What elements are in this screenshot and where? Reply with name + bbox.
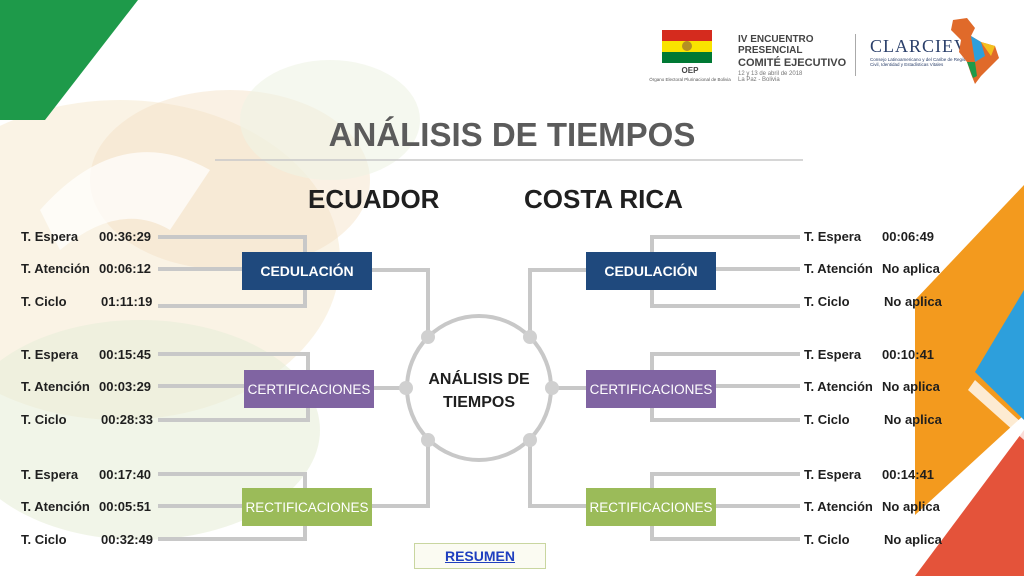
cedulacion-box-ecuador: CEDULACIÓN: [242, 252, 372, 290]
corner-green-shape: [0, 0, 138, 120]
ec-rect-ciclo-value: 00:32:49: [101, 532, 154, 547]
cr-ced-ciclo-value: No aplica: [884, 294, 942, 309]
ec-rect-atencion-value: 00:05:51: [99, 499, 152, 514]
cr-cert-ciclo-label: T. Ciclo: [804, 412, 850, 427]
ec-ced-ciclo-value: 01:11:19: [101, 294, 153, 309]
latin-america-map-icon: [951, 18, 999, 84]
country-title-costa-rica: COSTA RICA: [524, 184, 683, 214]
event-info: IV ENCUENTRO PRESENCIAL COMITÉ EJECUTIVO…: [738, 34, 858, 83]
ec-ced-espera-value: 00:36:29: [99, 229, 152, 244]
ec-ced-ciclo-label: T. Ciclo: [21, 294, 67, 309]
event-line-4: La Paz - Bolivia: [738, 77, 780, 83]
ec-cert-ciclo-value: 00:28:33: [101, 412, 154, 427]
corner-orange-shape: [915, 185, 1024, 515]
ec-rect-ciclo-label: T. Ciclo: [21, 532, 67, 547]
certificaciones-box-costa-rica: CERTIFICACIONES: [586, 370, 716, 408]
oep-label: OEP: [681, 66, 699, 75]
rectificaciones-box-ecuador: RECTIFICACIONES: [242, 488, 372, 526]
cedulacion-box-costa-rica: CEDULACIÓN: [586, 252, 716, 290]
cr-cert-atencion-value: No aplica: [882, 379, 940, 394]
ec-ced-atencion-value: 00:06:12: [99, 261, 152, 276]
cr-rect-espera-label: T. Espera: [804, 467, 862, 482]
ec-cert-atencion-label: T. Atención: [21, 379, 90, 394]
ec-ced-atencion-label: T. Atención: [21, 261, 90, 276]
cr-rect-atencion-label: T. Atención: [804, 499, 873, 514]
cr-cert-espera-label: T. Espera: [804, 347, 862, 362]
corner-blue-shape: [975, 290, 1024, 420]
cr-rect-espera-value: 00:14:41: [882, 467, 935, 482]
event-line-2: COMITÉ EJECUTIVO: [738, 57, 847, 69]
cr-rect-ciclo-value: No aplica: [884, 532, 942, 547]
cr-cert-ciclo-value: No aplica: [884, 412, 942, 427]
cr-ced-espera-label: T. Espera: [804, 229, 862, 244]
page-title: ANÁLISIS DE TIEMPOS: [328, 116, 696, 153]
ec-cert-atencion-value: 00:03:29: [99, 379, 152, 394]
ec-rect-espera-value: 00:17:40: [99, 467, 152, 482]
cr-rect-atencion-value: No aplica: [882, 499, 940, 514]
rectificaciones-box-costa-rica: RECTIFICACIONES: [586, 488, 716, 526]
resumen-link[interactable]: RESUMEN: [414, 543, 546, 569]
event-line-1: IV ENCUENTRO PRESENCIAL: [738, 34, 814, 56]
oep-logo: OEP Órgano Electoral Plurinacional de Bo…: [645, 28, 735, 90]
ec-cert-espera-value: 00:15:45: [99, 347, 152, 362]
cr-ced-atencion-value: No aplica: [882, 261, 940, 276]
country-title-ecuador: ECUADOR: [308, 184, 440, 214]
header-divider: [855, 34, 856, 76]
event-line-3: 12 y 13 de abril de 2018: [738, 71, 803, 77]
center-label: ANÁLISIS DE TIEMPOS: [428, 371, 530, 411]
cr-ced-ciclo-label: T. Ciclo: [804, 294, 850, 309]
clarciev-name: CLARCIEV: [870, 36, 968, 56]
ec-rect-atencion-label: T. Atención: [21, 499, 90, 514]
clarciev-subtitle: Consejo Latinoamericano y del Caribe de …: [870, 57, 971, 67]
oep-subtitle: Órgano Electoral Plurinacional de Bolivi…: [649, 77, 731, 82]
cr-rect-ciclo-label: T. Ciclo: [804, 532, 850, 547]
bolivia-flag-icon: [662, 30, 712, 63]
ec-cert-espera-label: T. Espera: [21, 347, 79, 362]
ec-cert-ciclo-label: T. Ciclo: [21, 412, 67, 427]
ec-ced-espera-label: T. Espera: [21, 229, 79, 244]
cr-ced-atencion-label: T. Atención: [804, 261, 873, 276]
clarciev-logo: CLARCIEV Consejo Latinoamericano y del C…: [870, 36, 980, 67]
corner-red-shape: [915, 430, 1024, 576]
certificaciones-box-ecuador: CERTIFICACIONES: [244, 370, 374, 408]
cr-cert-atencion-label: T. Atención: [804, 379, 873, 394]
ec-rect-espera-label: T. Espera: [21, 467, 79, 482]
cr-cert-espera-value: 00:10:41: [882, 347, 935, 362]
cr-ced-espera-value: 00:06:49: [882, 229, 935, 244]
